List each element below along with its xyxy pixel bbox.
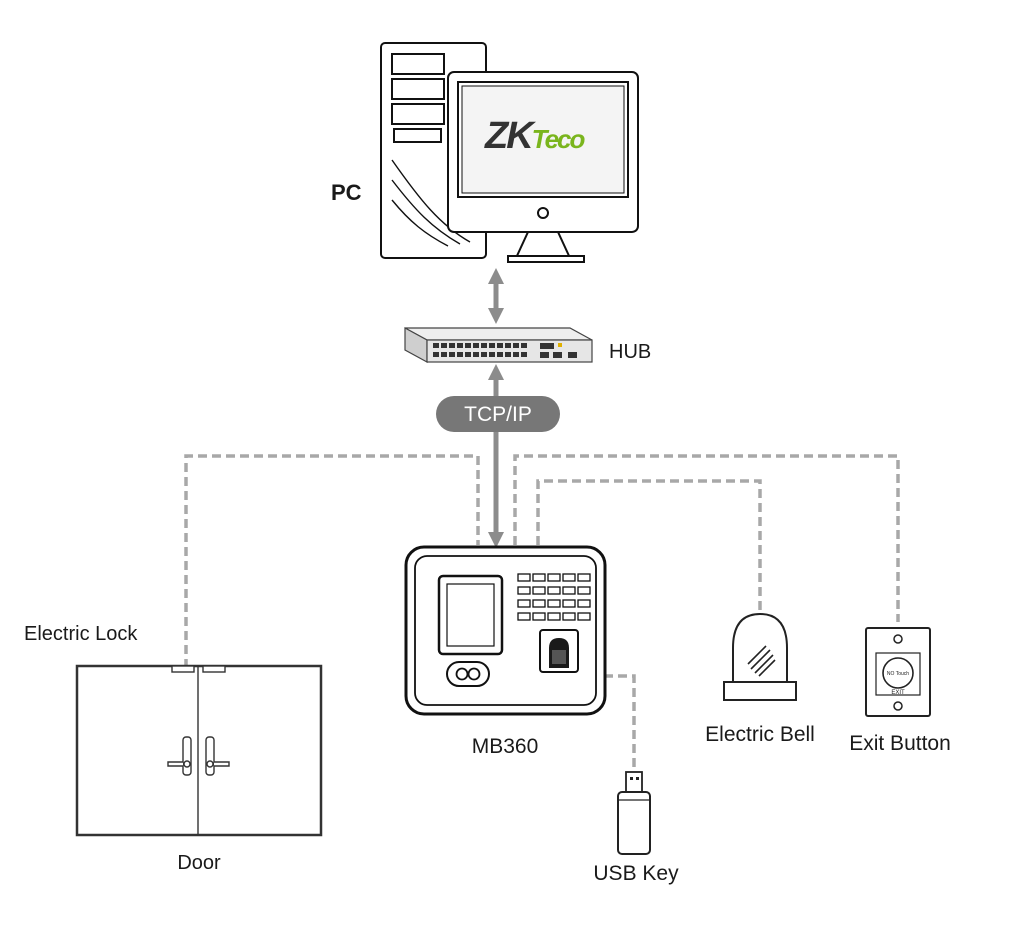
mb360-label: MB360 bbox=[472, 735, 539, 758]
logo-teco: Teco bbox=[532, 124, 586, 154]
tcpip-label: TCP/IP bbox=[464, 403, 532, 426]
exit-button-connector bbox=[513, 454, 900, 622]
lock-connector bbox=[184, 454, 480, 668]
electric-bell bbox=[723, 612, 797, 701]
usb-key bbox=[617, 771, 651, 855]
svg-text:ZKTeco: ZKTeco bbox=[484, 115, 585, 157]
mb360-fingerprint-sensor bbox=[539, 629, 579, 673]
electric-lock-label: Electric Lock bbox=[24, 623, 138, 645]
electric-bell-label: Electric Bell bbox=[705, 723, 815, 746]
pc-label: PC bbox=[331, 180, 362, 205]
logo-zk: ZK bbox=[484, 115, 536, 157]
exit-button-face-text: NO Touch bbox=[887, 671, 909, 677]
bell-connector bbox=[536, 479, 762, 613]
pc-monitor bbox=[447, 71, 639, 263]
electric-lock bbox=[171, 665, 226, 673]
hub-ports bbox=[433, 343, 577, 358]
mb360-terminal bbox=[404, 545, 607, 716]
door-label: Door bbox=[177, 852, 221, 874]
usb-key-label: USB Key bbox=[593, 862, 679, 885]
mb360-screen bbox=[437, 574, 504, 656]
exit-button: NO Touch EXIT bbox=[865, 627, 931, 717]
network-hub bbox=[404, 326, 593, 364]
door bbox=[75, 664, 323, 837]
hub-label: HUB bbox=[609, 341, 651, 363]
exit-button-plate-text: EXIT bbox=[891, 690, 905, 696]
door-handles bbox=[167, 736, 230, 776]
tcpip-badge: TCP/IP bbox=[436, 396, 560, 432]
zkteco-logo: ZKTeco bbox=[484, 115, 587, 157]
mb360-face-sensor bbox=[446, 661, 490, 687]
exit-button-label: Exit Button bbox=[849, 732, 951, 755]
usb-connector bbox=[604, 674, 636, 771]
mb360-keypad bbox=[517, 573, 591, 621]
